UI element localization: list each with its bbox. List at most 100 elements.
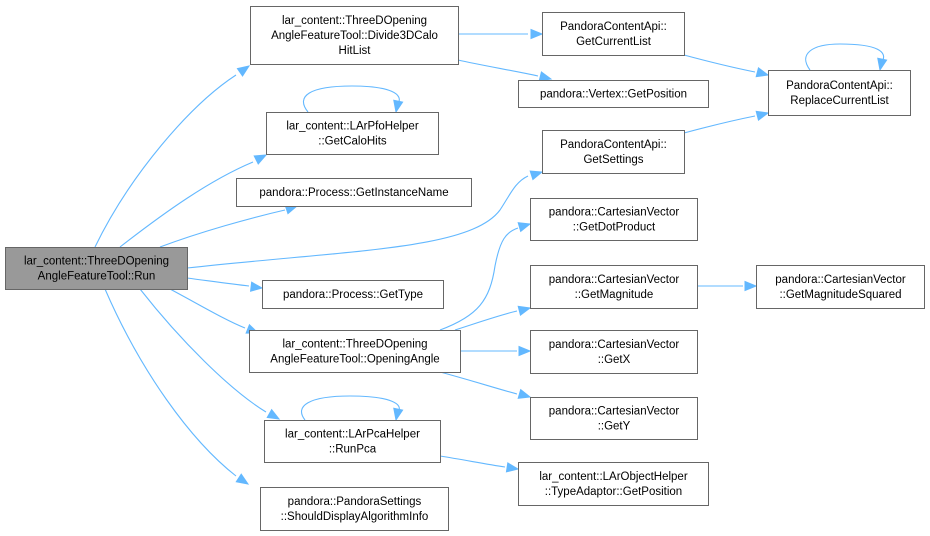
- node-getmagnitude[interactable]: pandora::CartesianVector::GetMagnitude: [530, 265, 698, 309]
- edge-runpca-to-typeadaptor: [439, 455, 520, 473]
- edge-runpca-to-runpca: [300, 395, 404, 422]
- edge-run-to-getcalohits: [119, 154, 268, 248]
- node-label-line: PandoraContentApi::: [560, 139, 667, 151]
- node-getmagnitudesquared[interactable]: pandora::CartesianVector::GetMagnitudeSq…: [756, 265, 925, 309]
- node-label-line: ::GetCaloHits: [318, 136, 387, 148]
- node-label-line: lar_content::ThreeDOpening: [282, 339, 427, 351]
- node-label-line: pandora::CartesianVector: [775, 274, 906, 286]
- node-box[interactable]: [518, 462, 709, 506]
- node-label-line: PandoraContentApi::: [560, 21, 667, 33]
- arrowhead-icon: [518, 345, 532, 357]
- node-box[interactable]: [518, 80, 709, 108]
- arrowhead-icon: [529, 170, 544, 181]
- node-box[interactable]: [530, 330, 698, 374]
- node-label-line: pandora::CartesianVector: [549, 406, 680, 418]
- edge-run-to-getinstancename: [159, 204, 299, 248]
- node-gety[interactable]: pandora::CartesianVector::GetY: [530, 397, 698, 440]
- edge-line: [119, 161, 254, 248]
- edge-openingangle-to-gety: [439, 371, 532, 399]
- node-box[interactable]: [266, 112, 439, 155]
- arrowhead-icon: [517, 388, 532, 399]
- edge-run-to-runpca: [139, 288, 281, 420]
- edge-openingangle-to-getdotproduct: [439, 222, 532, 331]
- node-divide[interactable]: lar_content::ThreeDOpeningAngleFeatureTo…: [250, 6, 459, 65]
- node-box[interactable]: [542, 130, 685, 174]
- arrowhead-icon: [505, 462, 520, 473]
- edge-getcalohits-to-getcalohits: [302, 85, 404, 114]
- node-getx[interactable]: pandora::CartesianVector::GetX: [530, 330, 698, 374]
- node-label-line: pandora::PandoraSettings: [288, 496, 422, 508]
- node-typeadaptor[interactable]: lar_content::LArObjectHelper::TypeAdapto…: [518, 462, 709, 506]
- node-runpca[interactable]: lar_content::LArPcaHelper::RunPca: [264, 420, 441, 463]
- node-openingangle[interactable]: lar_content::ThreeDOpeningAngleFeatureTo…: [249, 330, 461, 373]
- nodes-layer: lar_content::ThreeDOpeningAngleFeatureTo…: [5, 6, 925, 531]
- node-label-line: AngleFeatureTool::Run: [38, 271, 156, 283]
- edge-run-to-gettype: [186, 277, 264, 292]
- arrowhead-icon: [393, 99, 404, 114]
- arrowhead-icon: [235, 473, 250, 485]
- node-shoulddisplay[interactable]: pandora::PandoraSettings::ShouldDisplayA…: [260, 487, 449, 531]
- edge-getcurrentlist-to-replacecurrentlist: [683, 54, 770, 78]
- node-label-line: pandora::Process::GetType: [283, 289, 423, 301]
- node-label-line: ::RunPca: [329, 444, 377, 456]
- edge-line: [805, 43, 885, 71]
- node-box[interactable]: [542, 12, 685, 56]
- node-getcurrentlist[interactable]: PandoraContentApi::GetCurrentList: [542, 12, 685, 56]
- node-box[interactable]: [5, 247, 188, 290]
- node-label-line: ::GetDotProduct: [573, 222, 656, 234]
- arrowhead-icon: [744, 280, 758, 292]
- edge-line: [454, 310, 518, 331]
- node-label-line: pandora::CartesianVector: [549, 207, 680, 219]
- node-box[interactable]: [756, 265, 925, 309]
- node-vertexgetposition[interactable]: pandora::Vertex::GetPosition: [518, 80, 709, 108]
- node-label-line: pandora::Vertex::GetPosition: [540, 89, 687, 101]
- node-box[interactable]: [236, 178, 472, 207]
- node-label-line: pandora::CartesianVector: [549, 339, 680, 351]
- node-box[interactable]: [260, 487, 449, 531]
- node-getcalohits[interactable]: lar_content::LArPfoHelper::GetCaloHits: [266, 112, 439, 155]
- node-getsettings[interactable]: PandoraContentApi::GetSettings: [542, 130, 685, 174]
- arrowhead-icon: [249, 281, 264, 292]
- node-box[interactable]: [264, 420, 441, 463]
- node-label-line: pandora::Process::GetInstanceName: [259, 187, 448, 199]
- edge-line: [169, 288, 246, 329]
- edge-line: [302, 85, 400, 113]
- arrowhead-icon: [393, 407, 404, 422]
- edge-line: [439, 455, 506, 468]
- arrowhead-icon: [266, 408, 281, 420]
- node-gettype[interactable]: pandora::Process::GetType: [262, 280, 444, 309]
- node-box[interactable]: [530, 198, 698, 241]
- node-run[interactable]: lar_content::ThreeDOpeningAngleFeatureTo…: [5, 247, 188, 290]
- node-label-line: AngleFeatureTool::OpeningAngle: [270, 354, 439, 366]
- edge-line: [683, 115, 756, 134]
- edge-replacecurrentlist-to-replacecurrentlist: [805, 43, 888, 72]
- edge-line: [457, 59, 539, 77]
- node-getdotproduct[interactable]: pandora::CartesianVector::GetDotProduct: [530, 198, 698, 241]
- node-box[interactable]: [530, 397, 698, 440]
- node-label-line: ::GetY: [598, 421, 631, 433]
- node-label-line: ::GetMagnitudeSquared: [779, 289, 901, 301]
- node-label-line: ::GetMagnitude: [575, 289, 654, 301]
- arrowhead-icon: [877, 57, 888, 72]
- edge-run-to-getsettings: [186, 170, 544, 269]
- node-getinstancename[interactable]: pandora::Process::GetInstanceName: [236, 178, 472, 207]
- edge-line: [683, 54, 756, 73]
- node-box[interactable]: [530, 265, 698, 309]
- node-label-line: lar_content::ThreeDOpening: [24, 256, 169, 268]
- node-label-line: HitList: [339, 45, 372, 57]
- node-label-line: ::ShouldDisplayAlgorithmInfo: [281, 511, 429, 523]
- node-box[interactable]: [250, 6, 459, 65]
- edge-line: [139, 288, 267, 413]
- node-label-line: PandoraContentApi::: [786, 80, 893, 92]
- node-replacecurrentlist[interactable]: PandoraContentApi::ReplaceCurrentList: [768, 70, 911, 116]
- edge-line: [439, 227, 519, 331]
- arrowhead-icon: [517, 305, 532, 316]
- arrowhead-icon: [530, 28, 544, 40]
- node-box[interactable]: [262, 280, 444, 309]
- node-box[interactable]: [249, 330, 461, 373]
- edge-divide-to-getcurrentlist: [458, 28, 544, 40]
- node-label-line: ReplaceCurrentList: [790, 95, 889, 107]
- node-box[interactable]: [768, 70, 911, 116]
- edge-getmagnitude-to-getmagnitudesquared: [696, 280, 758, 292]
